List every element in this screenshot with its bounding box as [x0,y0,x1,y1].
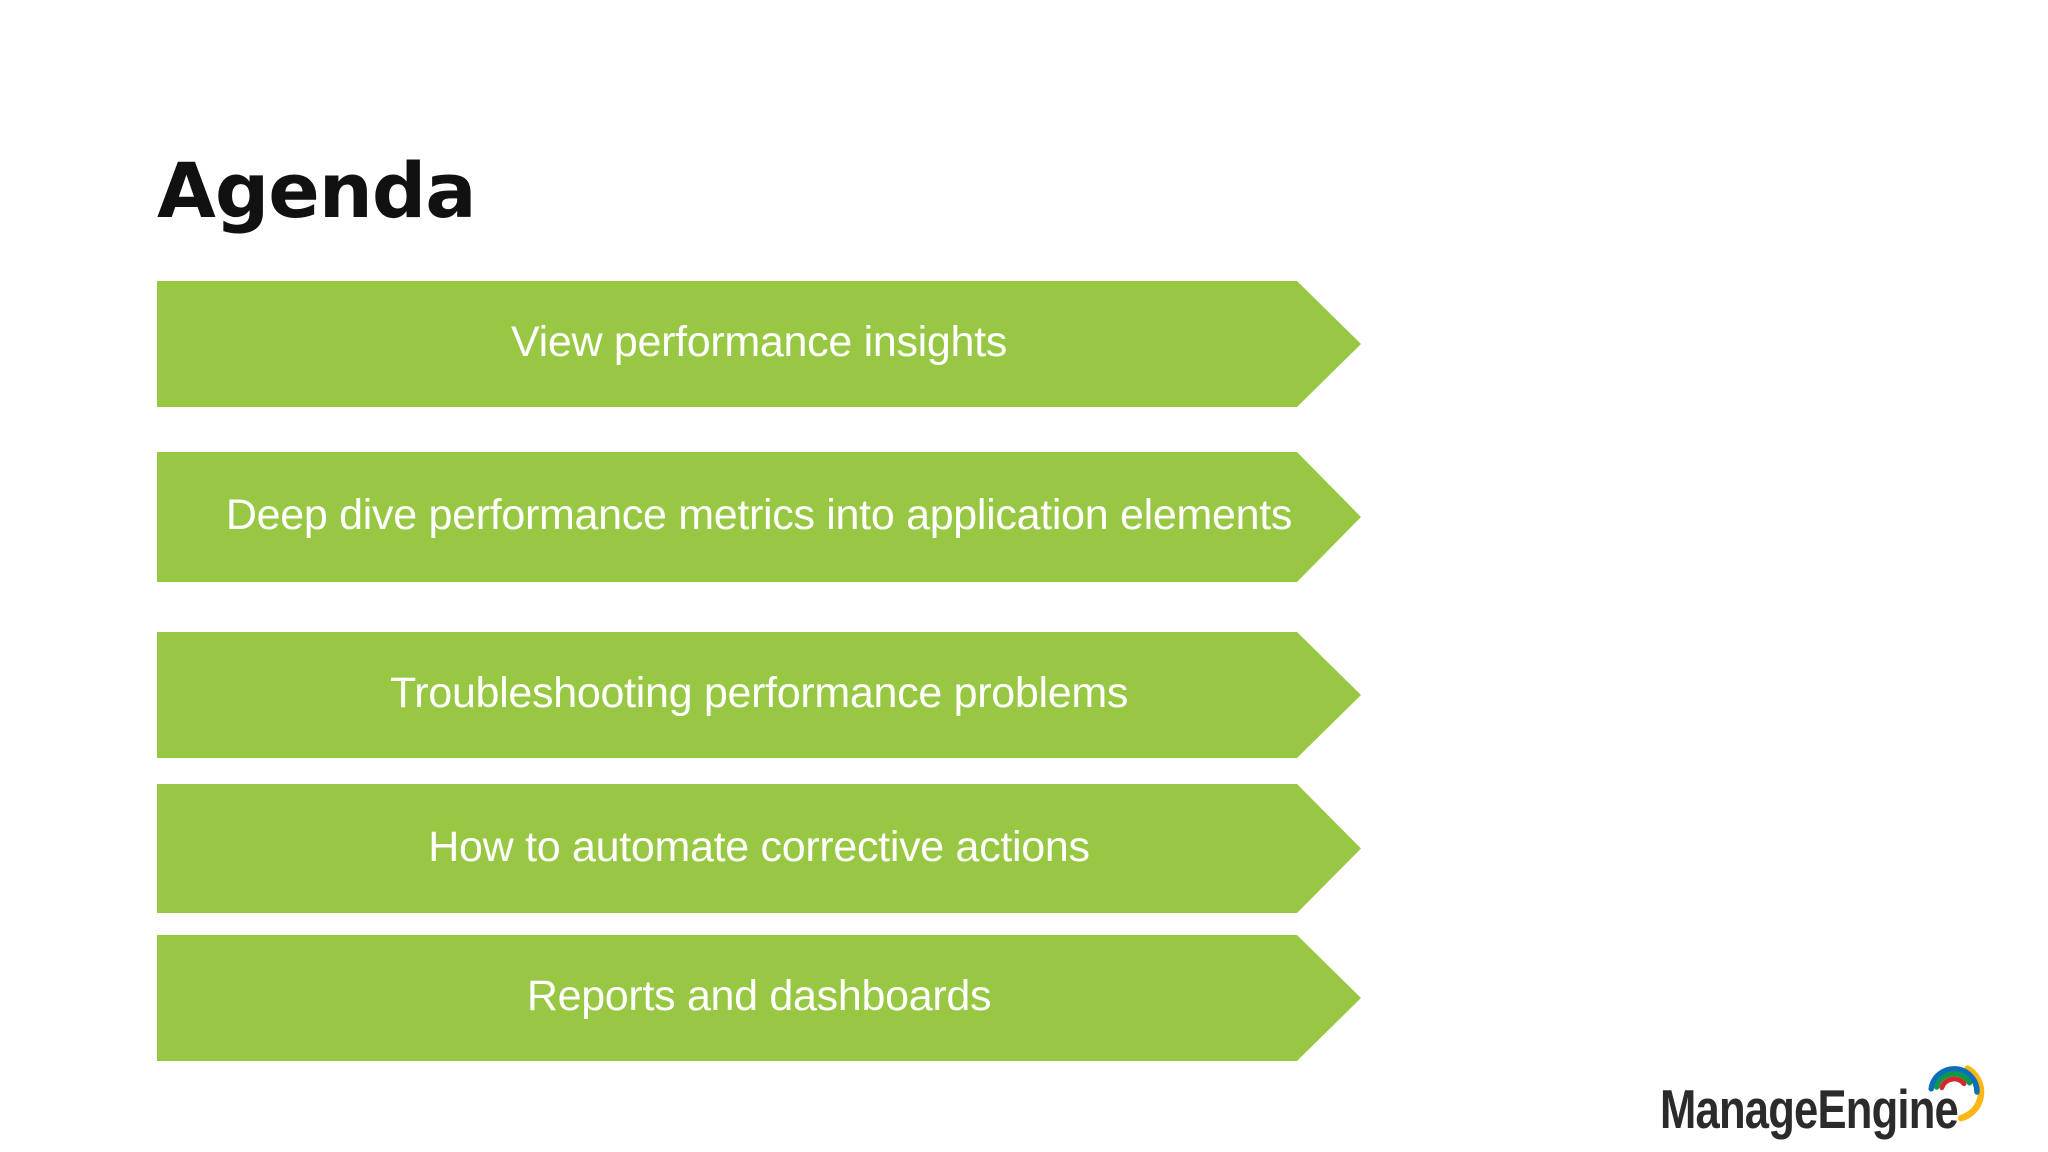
agenda-item-label: How to automate corrective actions [428,822,1090,871]
agenda-item-label: Deep dive performance metrics into appli… [225,491,1293,540]
agenda-item-label: Reports and dashboards [526,972,992,1021]
manageengine-swirl-icon [1928,1065,1985,1122]
agenda-item-label: View performance insights [510,318,1007,367]
manageengine-logo-text: ManageEngine [1660,1078,1958,1140]
agenda-item-arrow-4: How to automate corrective actions [157,784,1361,913]
agenda-item-arrow-5: Reports and dashboards [157,935,1361,1061]
agenda-item-arrow-3: Troubleshooting performance problems [157,632,1361,758]
manageengine-logo: ManageEngine [1660,1065,1985,1140]
page-title: Agenda [157,145,477,235]
agenda-item-arrow-1: View performance insights [157,281,1361,407]
agenda-item-label: Troubleshooting performance problems [389,669,1129,718]
agenda-item-arrow-2: Deep dive performance metrics into appli… [157,452,1361,582]
